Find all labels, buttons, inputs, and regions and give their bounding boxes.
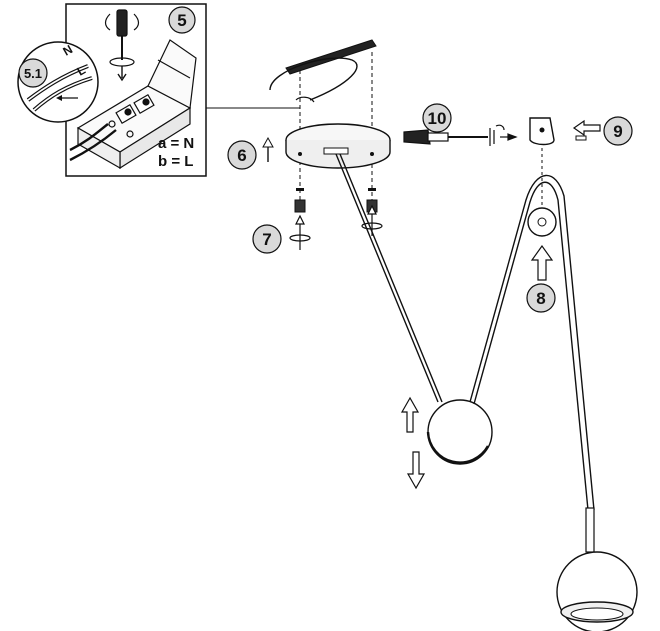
terminal-block-icon [69,39,197,170]
arrow-left-icon [572,119,601,137]
step-8-label: 8 [536,289,545,308]
step-badge-5-1: 5.1 [18,58,48,88]
step-6-label: 6 [237,146,246,165]
step-badge-7: 7 [252,224,282,254]
step-10-label: 10 [428,109,447,128]
step-badge-10: 10 [422,103,452,133]
arrow-up-icon [530,244,554,281]
arrow-down-icon [406,451,426,490]
pulley [527,142,557,237]
step-5-1-label: 5.1 [24,66,42,81]
step-badge-5: 5 [168,6,196,34]
arrow-up-icon [262,136,274,162]
step-badge-6: 6 [227,140,257,170]
screwdriver-icon [403,124,518,146]
step-5-label: 5 [177,11,186,30]
legend-b-text: b = L [158,153,193,170]
legend-a-text: a = N [158,135,194,152]
arrow-left-icon [56,95,78,101]
arrow-up-icon [400,396,420,433]
screwdriver-icon [104,9,140,82]
canopy-screws [294,188,378,213]
step-7-label: 7 [262,230,271,249]
pendant-lamp-icon [335,153,638,631]
canopy [285,123,391,169]
step-badge-9: 9 [603,116,633,146]
step-badge-8: 8 [526,283,556,313]
step-9-label: 9 [613,122,622,141]
rotate-icon [289,204,383,250]
cable-clip [529,117,587,146]
